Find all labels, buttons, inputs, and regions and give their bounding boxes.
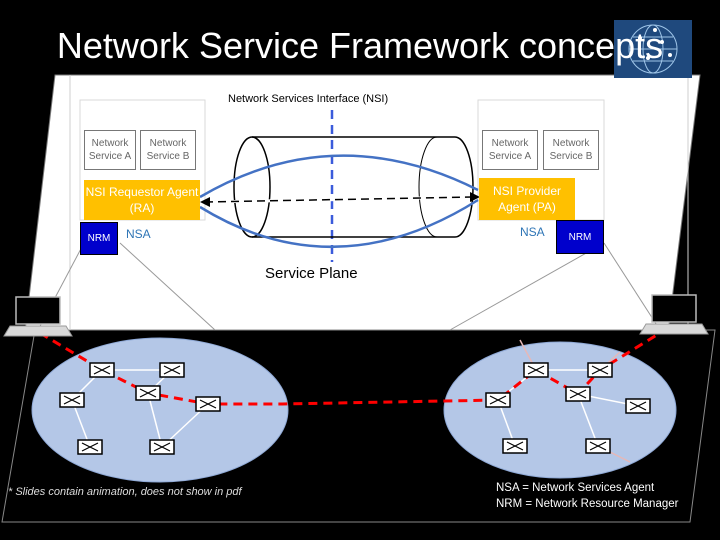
agent-link-line [119, 242, 216, 331]
tube-inner [418, 136, 438, 238]
switch-icon [77, 439, 103, 455]
end-to-end-path [39, 331, 661, 406]
provider-nrm: NRM [556, 220, 604, 254]
laptop-icon [3, 296, 73, 337]
requester-nsa: NSA [126, 227, 151, 241]
legend-nsa: NSA = Network Services Agent [496, 482, 655, 494]
switch-icon [195, 396, 221, 412]
message-line [204, 196, 476, 203]
switch-icon [565, 386, 591, 402]
switch-icon [587, 362, 613, 378]
switch-icon [585, 438, 611, 454]
provider-service-a: Network Service A [482, 130, 538, 170]
requester-nrm: NRM [80, 222, 118, 255]
request-arc [199, 154, 479, 199]
response-arc [199, 198, 479, 248]
legend-nrm: NRM = Network Resource Manager [496, 498, 679, 510]
provider-service-b: Network Service B [543, 130, 599, 170]
requester-service-a: Network Service A [84, 130, 136, 170]
nsi-label: Network Services Interface (NSI) [228, 93, 389, 105]
switch-icon [135, 385, 161, 401]
provider-nsa: NSA [520, 225, 545, 239]
laptop-icon [639, 294, 709, 335]
switch-icon [485, 392, 511, 408]
slide-title: Network Service Framework concepts [56, 25, 664, 66]
agent-link-line [603, 242, 661, 331]
switch-icon [89, 362, 115, 378]
tube-end [233, 136, 271, 238]
transport-cloud-left [31, 337, 289, 483]
provider-agent: NSI Provider Agent (PA) [479, 178, 575, 220]
service-plane-label: Service Plane [265, 265, 358, 282]
switch-icon [159, 362, 185, 378]
switch-icon [502, 438, 528, 454]
arrow-left-icon [200, 197, 210, 207]
footnote: * Slides contain animation, does not sho… [8, 486, 242, 498]
arrow-right-icon [470, 192, 480, 202]
switch-icon [625, 398, 651, 414]
requester-service-b: Network Service B [140, 130, 196, 170]
globe-logo-icon [614, 20, 692, 78]
transport-cloud-right [443, 341, 677, 479]
agent-link-line [449, 242, 605, 331]
requester-agent: NSI Requestor Agent (RA) [84, 180, 200, 220]
transport-plane-label: Transport Plane [296, 402, 396, 418]
switch-icon [149, 439, 175, 455]
legend: NSA = Network Services Agent NRM = Netwo… [496, 480, 678, 512]
switch-icon [59, 392, 85, 408]
switch-icon [523, 362, 549, 378]
